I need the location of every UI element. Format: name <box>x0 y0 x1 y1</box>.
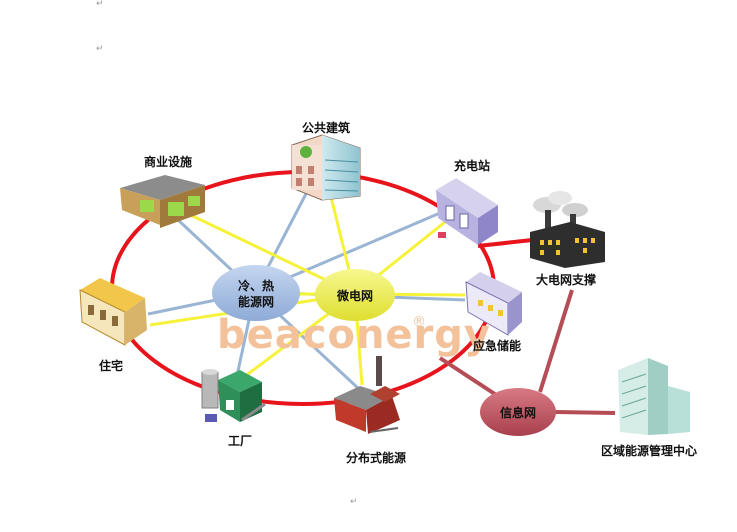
management-center-label: 区域能源管理中心 <box>601 443 697 458</box>
paragraph-mark: ↵ <box>96 44 104 54</box>
registered-mark: ® <box>412 314 426 330</box>
commercial-facility-label: 商业设施 <box>144 154 192 169</box>
management-center-icon <box>618 358 690 435</box>
hub-label: 信息网 <box>500 405 536 420</box>
link-info-center <box>554 410 616 415</box>
charging-station-label: 充电站 <box>454 158 490 173</box>
paragraph-mark: ↵ <box>350 497 358 507</box>
hub-info-network: 信息网 <box>480 388 556 436</box>
link-info-grid <box>538 289 574 393</box>
commercial-facility-icon <box>120 175 205 228</box>
charging-station-icon <box>436 178 498 245</box>
power-plant-icon <box>530 191 605 268</box>
hub-label-line2: 能源网 <box>238 294 274 309</box>
link-ring-grid <box>477 238 533 248</box>
public-building-icon <box>291 134 361 201</box>
hub-cooling-heating: 冷、热 能源网 <box>212 265 300 321</box>
residential-label: 住宅 <box>99 358 123 373</box>
energy-storage-icon <box>465 272 522 336</box>
emergency-storage-label: 应急储能 <box>473 338 521 353</box>
thermal-links <box>147 189 466 392</box>
hub-label: 微电网 <box>336 288 373 303</box>
distributed-energy-icon <box>334 356 400 434</box>
factory-label: 工厂 <box>228 434 252 448</box>
paragraph-mark: ↵ <box>96 0 104 9</box>
factory-icon <box>201 369 266 422</box>
residential-icon <box>79 278 147 346</box>
public-building-label: 公共建筑 <box>302 120 350 135</box>
distributed-energy-label: 分布式能源 <box>346 450 406 465</box>
hub-microgrid: 微电网 <box>315 269 395 321</box>
grid-support-label: 大电网支撑 <box>536 272 596 287</box>
hub-label-line1: 冷、热 <box>238 278 274 293</box>
